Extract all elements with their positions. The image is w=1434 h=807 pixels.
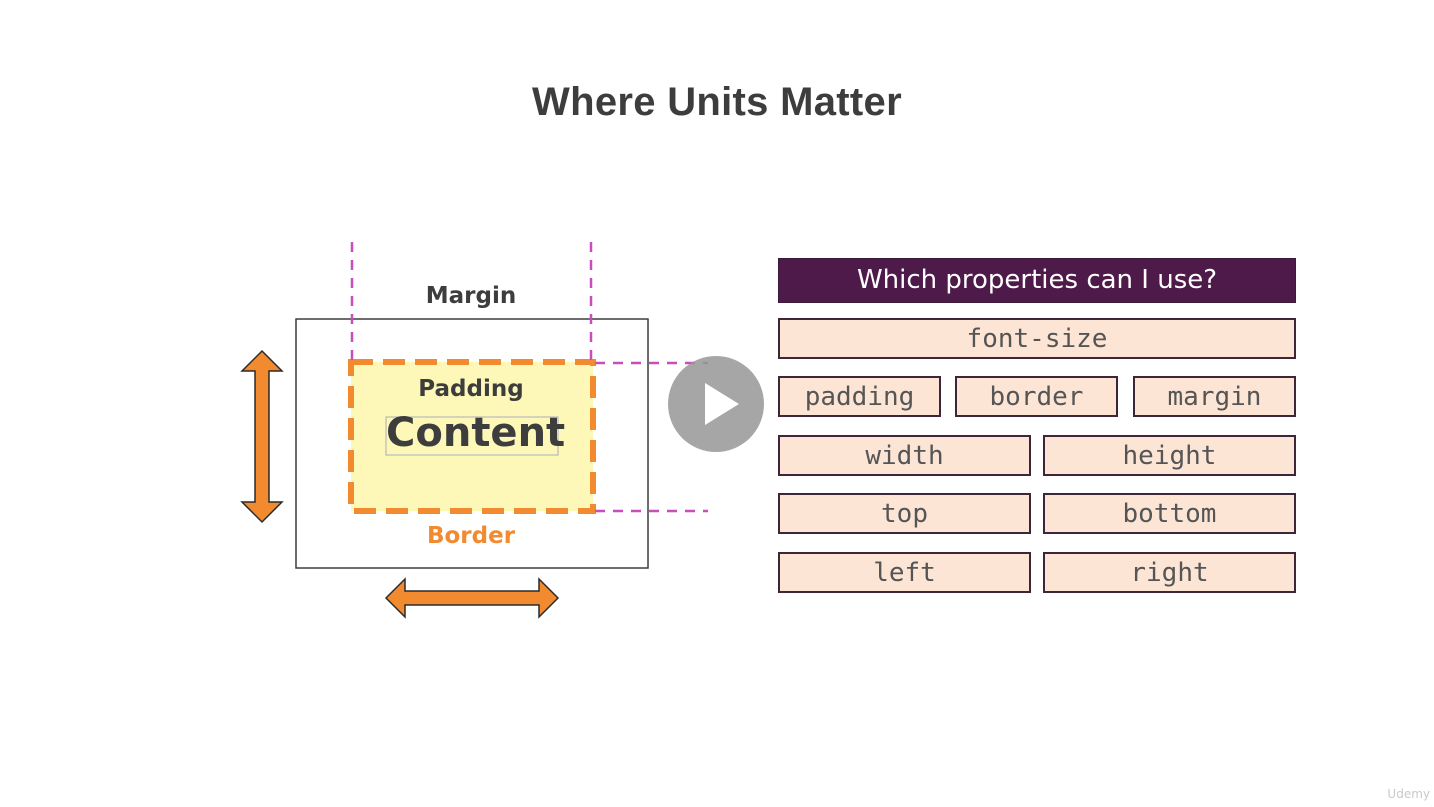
prop-border: border [955,376,1118,417]
prop-left: left [778,552,1031,593]
prop-margin: margin [1133,376,1296,417]
margin-label: Margin [425,283,517,309]
play-icon [705,383,739,425]
prop-right: right [1043,552,1296,593]
content-box [385,416,559,456]
prop-padding: padding [778,376,941,417]
prop-height: height [1043,435,1296,476]
vertical-arrow-icon [240,349,284,524]
border-label: Border [426,523,516,549]
udemy-watermark: Udemy [1387,787,1430,801]
prop-bottom: bottom [1043,493,1296,534]
box-model-diagram: Margin Padding Content Border [230,230,730,630]
properties-header: Which properties can I use? [778,258,1296,303]
prop-width: width [778,435,1031,476]
prop-top: top [778,493,1031,534]
slide-title: Where Units Matter [532,80,902,124]
play-button[interactable] [668,356,764,452]
padding-box [351,362,593,511]
margin-box [295,318,649,569]
border-outline [348,359,596,514]
horizontal-arrow-icon [384,577,560,619]
padding-label: Padding [418,376,524,402]
prop-font-size: font-size [778,318,1296,359]
content-label: Content [386,410,566,456]
box-model-graphic [240,242,708,619]
